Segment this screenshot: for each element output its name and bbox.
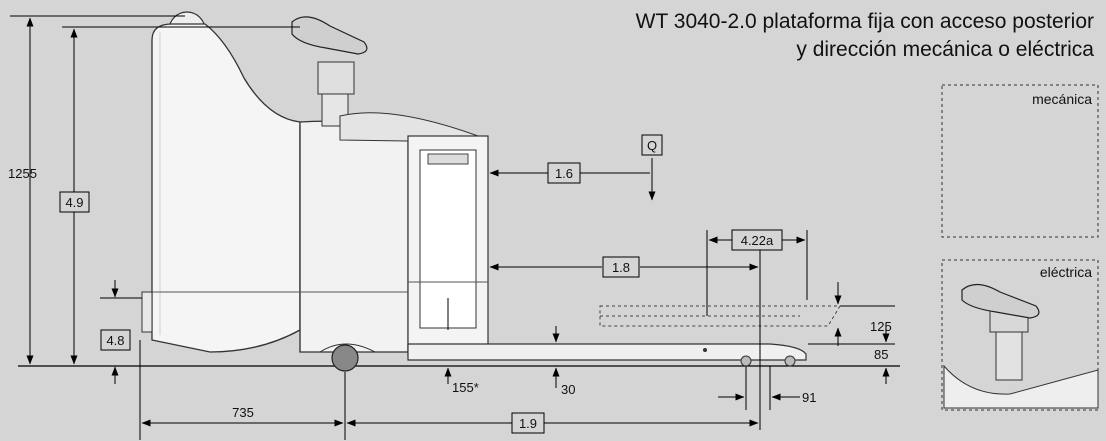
dim-1-8-label: 1.8 [612,260,630,275]
fork-rivet [703,348,707,352]
steering-column-head [317,61,355,95]
drawing-title-line-1: WT 3040-2.0 plataforma fija con acceso p… [636,10,1094,33]
dim-1-6-label: 1.6 [555,166,573,181]
dim-735-label: 735 [232,405,254,420]
inset-electric-label: eléctrica [1040,264,1092,280]
tiller-handle [291,16,368,55]
drawing-title-line-2: y dirección mecánica o eléctrica [796,38,1094,61]
inset-electric: eléctrica [941,259,1099,411]
dim-1255-label: 1255 [8,166,37,181]
dim-125-label: 125 [870,319,892,334]
inset-tiller-handle [961,283,1040,319]
dimension-labels: 1255 4.9 4.8 1.6 Q 4.22a 1.8 125 85 155*… [8,134,892,434]
truck-body [151,23,301,353]
platform-grip [427,153,469,165]
bumper [141,291,153,333]
pallet-truck-illustration [18,11,900,372]
inset-steering-column [995,329,1023,381]
load-q-label: Q [647,138,657,153]
load-roller-rear [784,355,796,367]
dim-155-label: 155* [452,380,479,395]
dim-4-22a-label: 4.22a [741,233,774,248]
dim-91-label: 91 [802,390,816,405]
inset-mechanical-label: mecánica [1032,91,1092,107]
dim-4-9-label: 4.9 [65,195,83,210]
dim-4-8-label: 4.8 [106,333,124,348]
dim-1-9-label: 1.9 [519,416,537,431]
drive-wheel [331,344,359,372]
inset-console [943,364,1099,409]
inset-mechanical-frame [941,84,1099,238]
dim-30-label: 30 [561,382,575,397]
inset-mechanical: mecánica [941,84,1099,238]
side-panel [299,120,409,353]
fork [407,343,807,361]
dim-85-label: 85 [874,347,888,362]
load-roller [740,355,752,367]
wheel-arch [319,343,376,353]
